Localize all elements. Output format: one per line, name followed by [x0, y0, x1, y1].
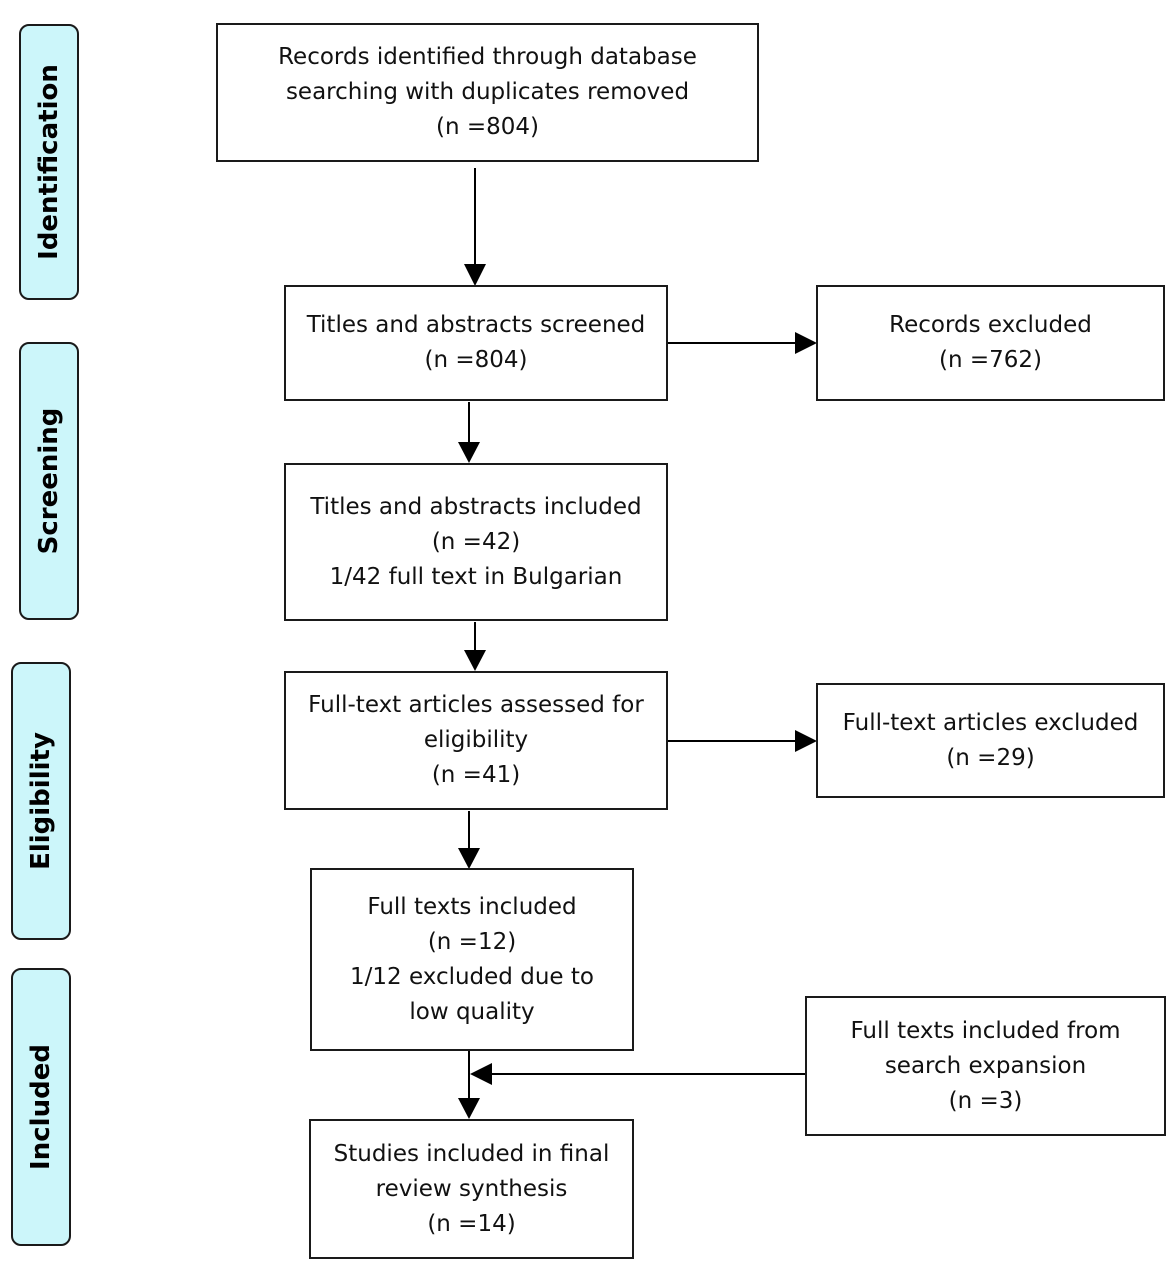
records-excluded-count: (n =762): [938, 347, 1042, 373]
records-identified-line2: searching with duplicates removed: [285, 79, 690, 105]
stage-included: Included: [11, 968, 71, 1246]
titles-included-note: 1/42 full text in Bulgarian: [329, 563, 623, 590]
box-fulltext-assessed: Full-text articles assessed for eligibil…: [284, 671, 668, 810]
stage-screening: Screening: [19, 342, 79, 620]
box-records-identified: Records identified through database sear…: [216, 23, 759, 162]
titles-screened-count: (n =804): [424, 347, 528, 373]
fulltext-assessed-count: (n =41): [431, 762, 521, 788]
fulltext-assessed-line1: Full-text articles assessed for: [308, 692, 644, 718]
final-studies-line2: review synthesis: [375, 1175, 568, 1202]
records-identified-line1: Records identified through database: [278, 44, 697, 70]
box-titles-included: Titles and abstracts included (n =42) 1/…: [284, 463, 668, 621]
fulltext-excluded-count: (n =29): [946, 744, 1035, 771]
box-search-expansion: Full texts included from search expansio…: [805, 996, 1166, 1136]
fulltext-excluded-line1: Full-text articles excluded: [842, 709, 1139, 736]
search-expansion-line1: Full texts included from: [850, 1017, 1121, 1044]
records-identified-count: (n =804): [435, 114, 539, 140]
titles-screened-line1: Titles and abstracts screened: [306, 312, 646, 338]
box-titles-screened: Titles and abstracts screened (n =804): [284, 285, 668, 401]
search-expansion-line2: search expansion: [884, 1052, 1087, 1079]
fulltexts-included-line1: Full texts included: [367, 893, 577, 920]
records-excluded-line1: Records excluded: [889, 312, 1092, 338]
stage-identification: Identification: [19, 24, 79, 300]
titles-included-count: (n =42): [431, 528, 521, 555]
search-expansion-count: (n =3): [948, 1087, 1023, 1114]
box-final-studies: Studies included in final review synthes…: [309, 1119, 634, 1259]
fulltexts-included-count: (n =12): [427, 928, 517, 955]
fulltext-assessed-line2: eligibility: [423, 727, 529, 753]
box-records-excluded: Records excluded (n =762): [816, 285, 1165, 401]
box-fulltexts-included: Full texts included (n =12) 1/12 exclude…: [310, 868, 634, 1051]
box-fulltext-excluded: Full-text articles excluded (n =29): [816, 683, 1165, 798]
final-studies-line1: Studies included in final: [333, 1140, 610, 1167]
final-studies-count: (n =14): [427, 1210, 516, 1237]
titles-included-line1: Titles and abstracts included: [310, 493, 642, 520]
fulltexts-included-note1: 1/12 excluded due to: [350, 963, 594, 990]
stage-eligibility: Eligibility: [11, 662, 71, 940]
fulltexts-included-note2: low quality: [409, 998, 535, 1025]
